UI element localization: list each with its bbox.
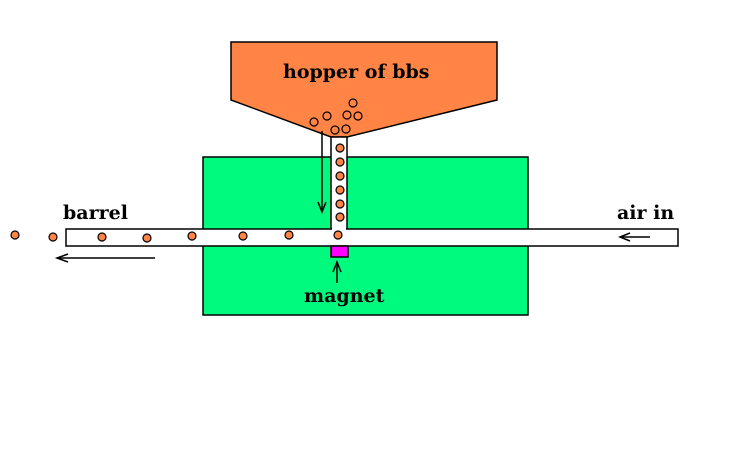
bb [48,232,58,242]
bb [335,185,345,195]
bb [353,111,363,121]
bb [10,230,20,240]
magnet-arrow [332,259,342,283]
magnet-label: magnet [304,285,385,307]
bb [342,110,352,120]
feed-arrow [317,131,327,215]
hopper-label: hopper of bbs [283,61,430,83]
bb [322,111,332,121]
hopper [230,41,498,138]
bb [238,231,248,241]
bb [335,143,345,153]
air-in-label: air in [617,202,674,224]
magnet [330,245,349,258]
barrel-tube [65,228,679,247]
bb [348,98,358,108]
bb [335,157,345,167]
barrel-bbs [10,230,294,243]
bb [309,117,319,127]
bb [335,212,345,222]
bb [97,232,107,242]
bb [330,125,340,135]
bb [335,171,345,181]
hopper-bbs [309,98,363,135]
bb [187,231,197,241]
bb [341,124,351,134]
tube-junction [332,225,346,233]
exit-arrow [54,253,155,263]
barrel-label: barrel [63,202,128,224]
air-in-arrow [617,232,650,242]
bb [333,230,343,240]
feed-tube-bbs [333,143,345,240]
bb [335,199,345,209]
bb [284,230,294,240]
bb [142,233,152,243]
